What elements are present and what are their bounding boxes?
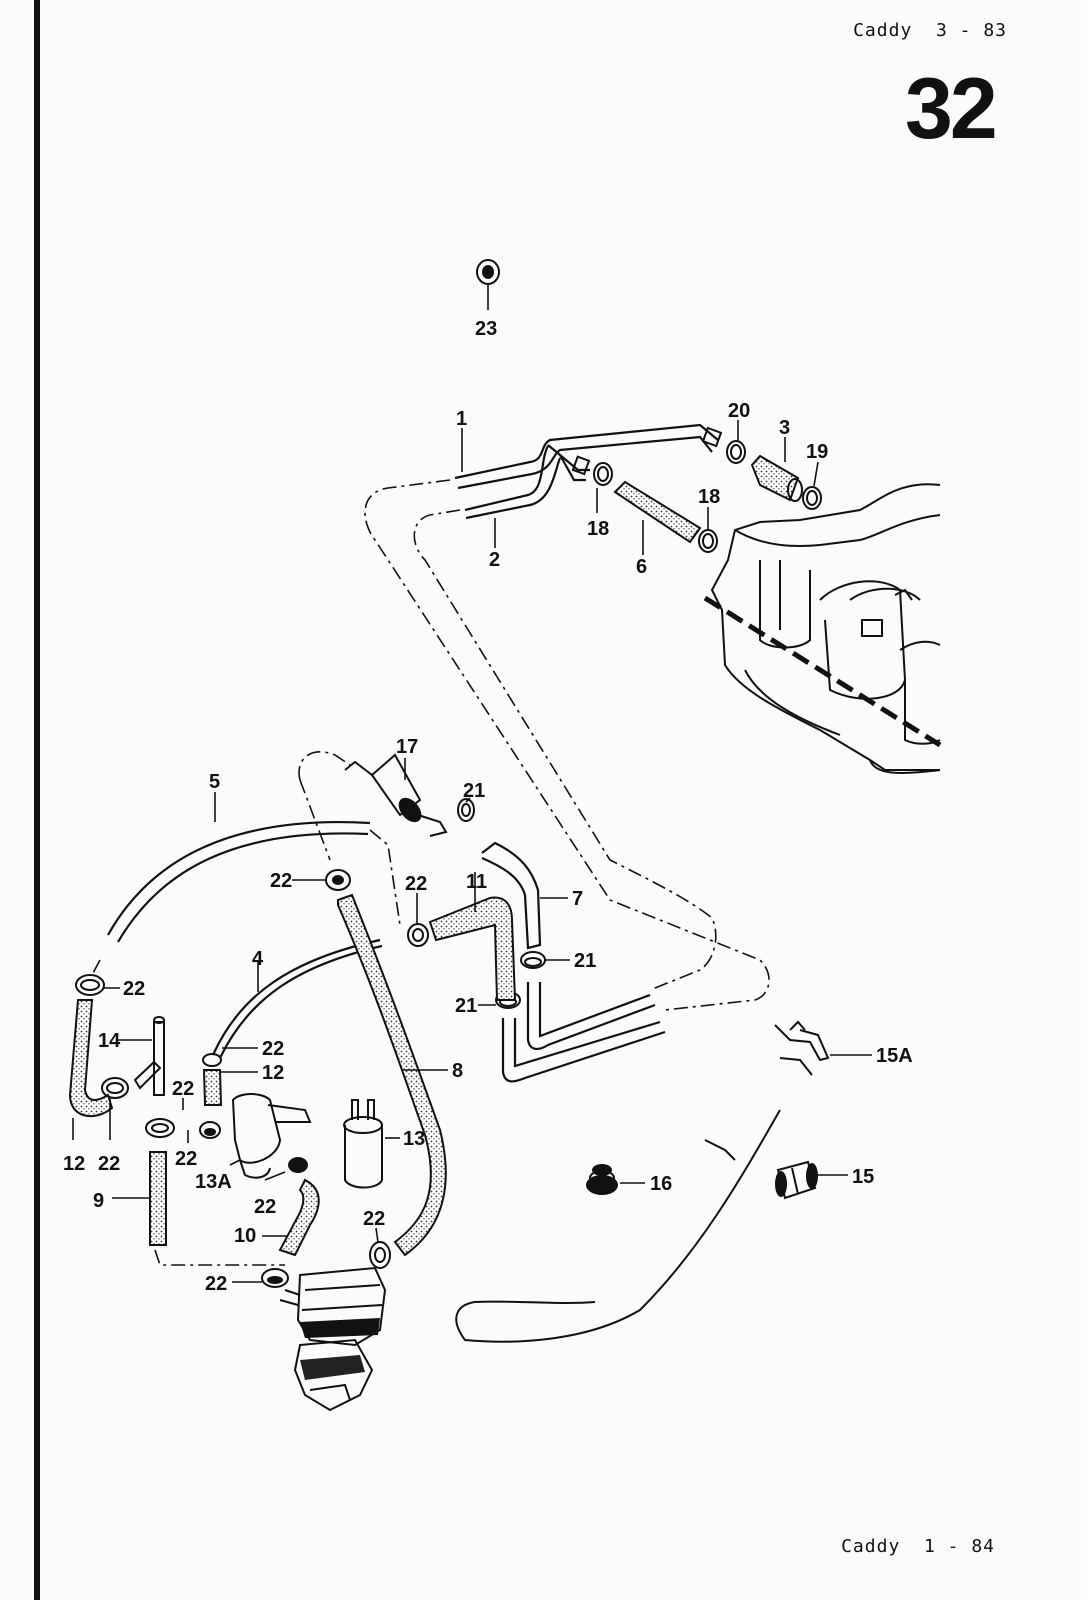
clamp-22-top [325, 869, 351, 891]
label-10: 10 [234, 1225, 256, 1247]
hose-4 [211, 938, 383, 1059]
label-19: 19 [806, 441, 828, 463]
hose-6 [613, 480, 702, 544]
label-13: 13 [403, 1128, 425, 1150]
clamp-21-mid [520, 951, 546, 969]
label-7: 7 [572, 888, 583, 910]
fuel-filter-17 [344, 753, 448, 837]
hose-9 [149, 1151, 167, 1246]
footer-date-code: 1 - 84 [923, 1536, 995, 1557]
clamp-22-a [101, 1077, 129, 1099]
label-18-right: 18 [698, 486, 720, 508]
clamp-21-upper [457, 798, 475, 822]
header-model-label: Caddy [853, 20, 913, 41]
label-12-mid: 12 [262, 1062, 284, 1084]
fuel-filter-3 [750, 454, 803, 502]
clamp-22-c [202, 1053, 222, 1067]
canister-13 [343, 1099, 383, 1189]
return-line-lower [501, 1018, 666, 1083]
return-line-upper [526, 982, 656, 1050]
label-13A: 13A [195, 1171, 232, 1193]
label-22-bottom-left: 22 [98, 1153, 120, 1175]
clamp-19 [802, 486, 822, 510]
pipe-14 [133, 1016, 165, 1096]
hose-11 [428, 896, 517, 1001]
page-footer: Caddy 1 - 84 [841, 1536, 995, 1557]
binding-edge [34, 0, 40, 1600]
label-20: 20 [728, 400, 750, 422]
label-15: 15 [852, 1166, 874, 1188]
fuel-tank [703, 483, 942, 774]
part-labels: 23 1 2 20 3 19 18 18 6 17 21 5 22 22 11 … [63, 318, 913, 1295]
label-8: 8 [452, 1060, 463, 1082]
clamp-18-upper [593, 462, 613, 486]
label-9: 9 [93, 1190, 104, 1212]
label-5: 5 [209, 771, 220, 793]
hose-5 [107, 821, 371, 943]
label-11: 11 [466, 871, 487, 893]
label-22-pump: 22 [205, 1273, 227, 1295]
bracket-15A [774, 1020, 830, 1076]
label-21-top: 21 [463, 780, 485, 802]
grommet-16 [586, 1164, 618, 1195]
label-22-hose8: 22 [270, 870, 292, 892]
label-4: 4 [252, 948, 264, 970]
label-22-mid: 22 [172, 1078, 194, 1100]
label-21-mid: 21 [574, 950, 596, 972]
label-14: 14 [98, 1030, 121, 1052]
leader-lines [72, 285, 872, 1283]
label-22-valve-right: 22 [254, 1196, 276, 1218]
footer-model-label: Caddy [841, 1536, 901, 1557]
clamp-22-left [75, 974, 105, 996]
clamp-22-hose11 [407, 923, 429, 947]
label-22-valve: 22 [175, 1148, 197, 1170]
label-18-left: 18 [587, 518, 609, 540]
label-22-pump-inlet: 22 [363, 1208, 385, 1230]
label-22-hose11: 22 [405, 873, 427, 895]
fuel-pump [279, 1266, 387, 1412]
clamp-23 [476, 259, 500, 285]
label-17: 17 [396, 736, 418, 758]
label-2: 2 [489, 549, 500, 571]
hose-10 [278, 1178, 320, 1257]
label-1: 1 [456, 408, 467, 430]
label-16: 16 [650, 1173, 672, 1195]
label-22-upper-clamp: 22 [262, 1038, 284, 1060]
hose-12-mid [202, 1069, 223, 1106]
label-22-left: 22 [123, 978, 145, 1000]
hose-7 [481, 841, 542, 950]
label-6: 6 [636, 556, 647, 578]
label-3: 3 [779, 417, 790, 439]
wire-line [455, 1109, 781, 1343]
hose-12-left [68, 999, 114, 1117]
page-number: 32 [905, 61, 998, 157]
label-21-low: 21 [455, 995, 477, 1017]
page-header: Caddy 3 - 83 [853, 20, 1007, 41]
clamp-22-b [145, 1118, 175, 1138]
label-15A: 15A [876, 1045, 913, 1067]
clamp-20 [726, 440, 746, 464]
routing-outline [91, 479, 770, 1266]
clamp-18-lower [698, 529, 718, 553]
label-12-left: 12 [63, 1153, 85, 1175]
label-23: 23 [475, 318, 497, 340]
hose-8 [337, 893, 447, 1257]
sleeve-15 [775, 1160, 818, 1200]
clamp-22-e [261, 1268, 289, 1288]
vent-hose-1-2 [454, 423, 723, 520]
clamp-22-d [199, 1121, 221, 1139]
valve-13A [231, 1093, 312, 1179]
clamp-22-hose8 [369, 1241, 391, 1269]
header-date-code: 3 - 83 [935, 20, 1007, 41]
